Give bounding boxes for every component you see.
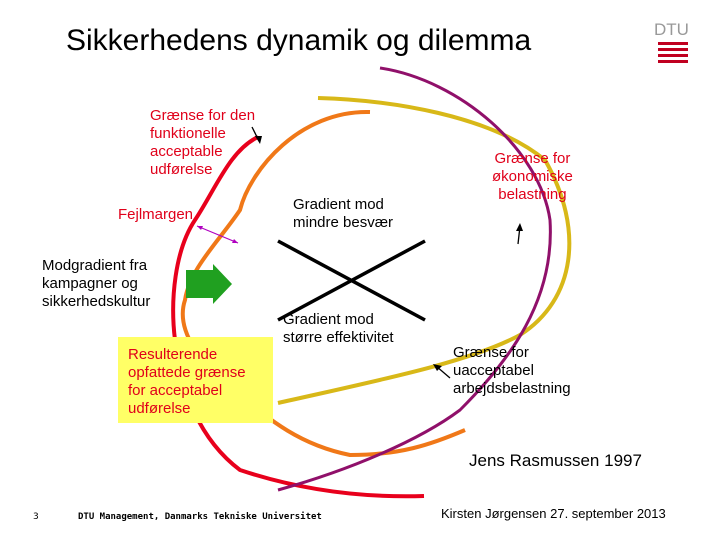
resulting-limit-box (118, 337, 273, 423)
functional-limit-label: Grænse for den funktionelle acceptable u… (150, 107, 256, 178)
footer-organization: DTU Management, Danmarks Tekniske Univer… (78, 512, 322, 522)
slide-title: Sikkerhedens dynamik og dilemma (66, 24, 532, 57)
gradient-arrow-2 (277, 239, 426, 322)
resulting-limit-label: Resulterende opfattede grænse for accept… (128, 346, 246, 417)
gradient-less-effort-label: Gradient mod mindre besvær (293, 196, 394, 231)
page-number: 3 (33, 512, 39, 522)
error-margin-label: Fejlmargen (118, 206, 194, 223)
footer-author-date: Kirsten Jørgensen 27. september 2013 (441, 506, 666, 521)
reference-citation: Jens Rasmussen 1997 (469, 451, 642, 470)
economic-limit-label: Grænse for økonomiske belastning (492, 150, 573, 203)
dtu-logo: DTU (654, 20, 689, 63)
yellow-boundary-curve (277, 96, 572, 405)
purple-boundary-curve (277, 66, 552, 492)
workload-limit-label: Grænse for uacceptabel arbejdsbelastning (453, 344, 571, 397)
counter-gradient-label: Modgradient fra kampagner og sikkerhedsk… (42, 257, 151, 310)
dtu-logo-text: DTU (654, 20, 689, 39)
counter-gradient-arrow (186, 264, 232, 304)
error-margin-arrow (196, 225, 239, 244)
gradient-efficiency-label: Gradient mod større effektivitet (283, 311, 394, 346)
